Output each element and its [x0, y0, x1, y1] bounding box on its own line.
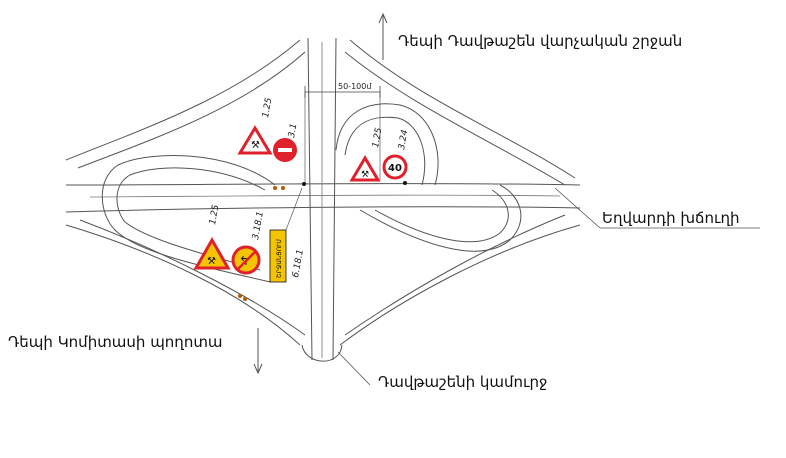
sign-code-2: 3.1 [287, 123, 299, 139]
marker-dot [243, 297, 247, 301]
arrow-north [378, 12, 388, 60]
detour-leader [285, 187, 303, 231]
marker-dot [238, 294, 242, 298]
road-nw-inner [77, 51, 306, 169]
detour-text: ՇՐՋԱՆՑՈՒՄ [276, 239, 283, 278]
bridge-left [307, 37, 313, 361]
loop-west-inner [116, 167, 266, 271]
marker-dot [273, 186, 277, 190]
main-road-top [65, 183, 581, 186]
loop-west-outer [101, 155, 276, 283]
warning-triangle-roadworks [193, 236, 231, 270]
sign-group-nw: ⚒ 1.25 3.1 [237, 97, 306, 190]
label-south: Դեպի Կոմիտասի պողոտա [8, 333, 223, 351]
loop-east-top-inner [344, 116, 426, 186]
bridge-bottom-cap [301, 344, 343, 362]
detour-sign [269, 229, 287, 283]
loop-east-top-outer [335, 103, 439, 186]
sign-group-sw: ⚒ ↰ ՇՐՋԱՆՑՈՒՄ 1.25 3.18.1 6.18.1 [193, 187, 306, 301]
marker-dot [403, 181, 407, 185]
sign-code-4: 3.24 [397, 129, 410, 151]
main-road-mid [89, 194, 561, 198]
speed-limit-value: 40 [388, 163, 402, 174]
loop-east-bottom-inner [374, 189, 509, 243]
roadworks-icon: ⚒ [207, 256, 216, 267]
sign-code-6: 3.18.1 [251, 211, 266, 241]
road-se-inner [344, 214, 566, 336]
roadworks-icon: ⚒ [361, 170, 369, 180]
warning-triangle-roadworks [237, 125, 273, 155]
road-sw-outer [65, 224, 301, 346]
sign-group-ne: ⚒ 40 1.25 3.24 [349, 127, 410, 185]
leader-east [554, 187, 601, 229]
road-sw-inner [79, 219, 306, 336]
restriction-slash [236, 250, 257, 271]
label-east: Եղվարդի խճուղի [602, 209, 740, 227]
warning-triangle-roadworks [349, 155, 381, 182]
road-se-outer [339, 224, 581, 346]
sign-code-5: 1.25 [208, 204, 221, 226]
road-ne-outer [349, 39, 576, 179]
loop-east-bottom-outer [359, 184, 522, 252]
dimension-marker: 50-100մ [304, 82, 381, 185]
sign-code-3: 1.25 [371, 127, 384, 149]
marker-dot [281, 186, 285, 190]
road-ne-inner [344, 51, 566, 186]
leader-bridge [337, 351, 371, 386]
road-nw-outer [65, 39, 301, 161]
label-north: Դեպի Դավթաշեն վարչական շրջան [398, 32, 682, 50]
speed-limit-sign [382, 154, 408, 180]
bridge-right [332, 37, 337, 361]
sign-code-7: 6.18.1 [291, 249, 306, 279]
marker-dot [302, 182, 306, 186]
no-entry-bar [278, 148, 292, 152]
main-road-bottom [65, 206, 581, 213]
roadworks-icon: ⚒ [251, 140, 260, 151]
turn-arrow-icon: ↰ [239, 254, 249, 268]
arrow-south [253, 328, 263, 375]
dimension-label: 50-100մ [338, 82, 372, 91]
label-bridge: Դավթաշենի կամուրջ [378, 373, 547, 391]
sign-code-1: 1.25 [261, 97, 274, 119]
